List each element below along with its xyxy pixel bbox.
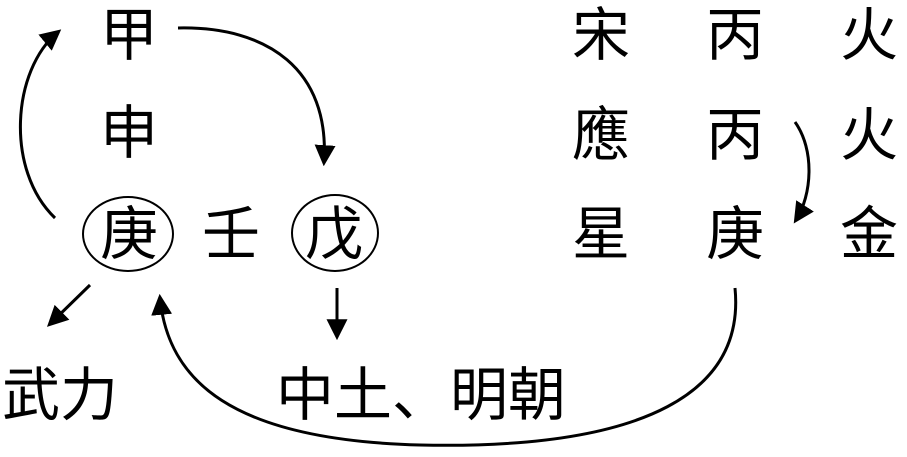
row1-element: 火 [840,1,899,69]
arrow-jia-to-wu [177,26,336,167]
stem-ren: 壬 [202,200,261,268]
row2-element: 火 [840,101,899,169]
row3-element: 金 [840,200,899,268]
arrow-fire-to-geng [793,121,814,224]
label-military-force: 武力 [2,361,119,429]
arrow-geng-to-jia [19,29,62,220]
label-central-earth-ming: 中土、明朝 [276,361,567,429]
arrow-right-geng-to-left-geng [151,287,738,447]
circle-wu [291,194,379,272]
arrow-geng-to-military [46,283,92,327]
stem-jia: 甲 [100,1,159,69]
branch-shen: 申 [100,99,159,167]
circle-geng [82,196,174,272]
row2-dynasty: 應 [572,101,631,169]
stem-geng-circled: 庚 [100,200,159,268]
row1-stem: 丙 [706,1,765,69]
stem-wu-circled: 戊 [305,200,364,268]
row3-dynasty: 星 [572,200,631,268]
row2-stem: 丙 [706,101,765,169]
row1-dynasty: 宋 [572,1,631,69]
row3-stem: 庚 [706,200,765,268]
